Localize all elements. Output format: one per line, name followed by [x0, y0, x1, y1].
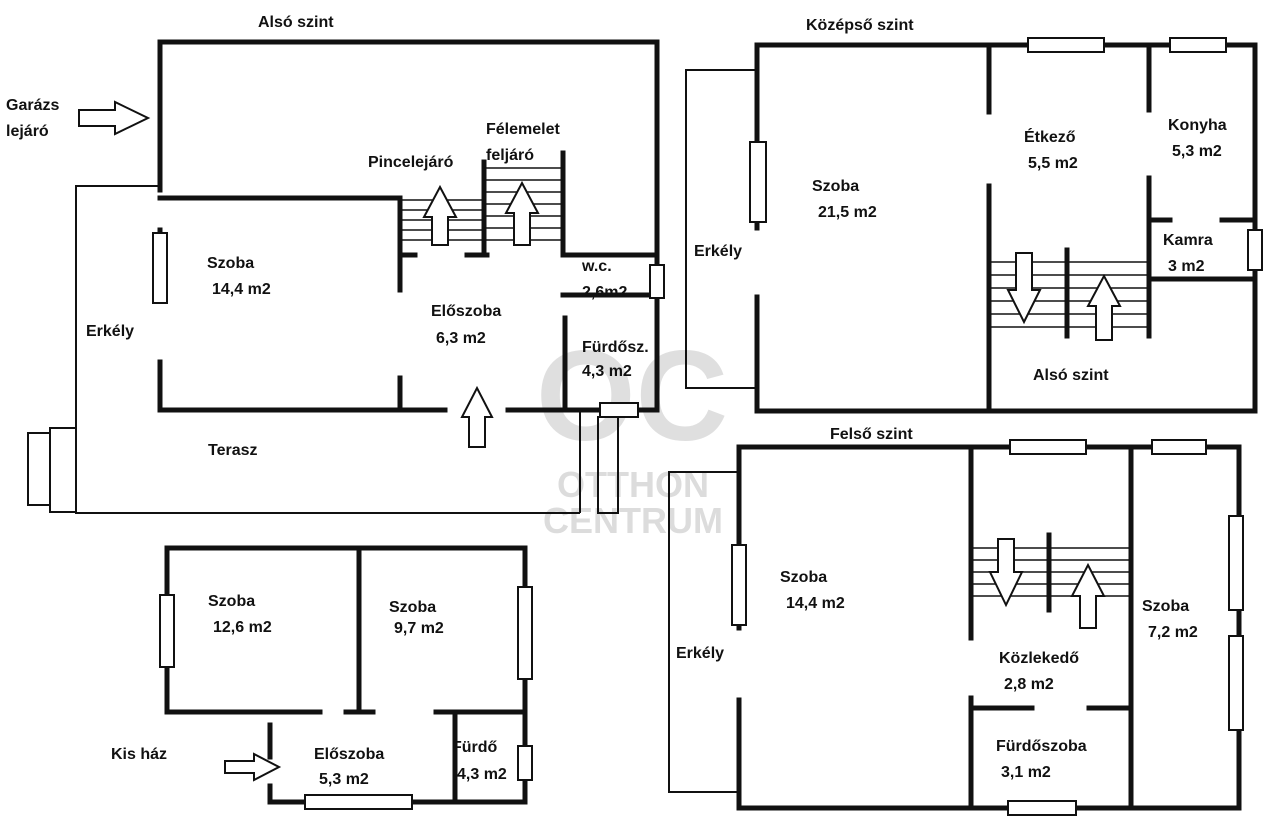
watermark-logo: OC: [536, 325, 728, 468]
label-felso-szoba2-name: Szoba: [1142, 598, 1189, 615]
label-kis-furdo-area: 4,3 m2: [457, 766, 507, 783]
label-furdo-name: Fürdősz.: [582, 339, 649, 356]
label-kis-eloszoba-area: 5,3 m2: [319, 771, 369, 788]
label-furdo-area: 4,3 m2: [582, 363, 632, 380]
label-etkezo-name: Étkező: [1024, 127, 1076, 146]
label-kamra-name: Kamra: [1163, 232, 1213, 249]
plan-felso-szint: Felső szint Szoba 14,4 m2 Szoba 7,2 m2 K…: [668, 426, 1244, 816]
label-feljaro: feljáró: [486, 147, 534, 164]
label-kozepso-szint-title: Középső szint: [806, 17, 914, 34]
watermark-line1: OTTHON: [557, 464, 709, 505]
label-kis-szoba2-name: Szoba: [389, 599, 436, 616]
label-szoba-area: 14,4 m2: [212, 281, 271, 298]
label-also-szint-title: Alsó szint: [258, 14, 334, 31]
label-felso-szint-title: Felső szint: [830, 426, 913, 443]
label-felso-szoba1-name: Szoba: [780, 569, 827, 586]
label-garazs: Garázs: [6, 97, 59, 114]
label-kozepso-also-szint: Alsó szint: [1033, 367, 1109, 384]
label-felso-szoba2-area: 7,2 m2: [1148, 624, 1198, 641]
plan-kis-haz: Kis ház Szoba 12,6 m2 Szoba 9,7 m2 Elősz…: [111, 545, 533, 810]
label-felemelet: Félemelet: [486, 121, 560, 138]
label-kozepso-szoba-area: 21,5 m2: [818, 204, 877, 221]
watermark: OC OTTHON CENTRUM: [536, 325, 728, 541]
label-lejaro: lejáró: [6, 123, 49, 140]
plan-also-szint: Alsó szint Garázs lejáró Pincelejáró Fél…: [6, 14, 665, 514]
label-kozlekedo-name: Közlekedő: [999, 650, 1079, 667]
label-pincelejaro: Pincelejáró: [368, 154, 454, 171]
label-kis-eloszoba-name: Előszoba: [314, 746, 384, 763]
label-konyha-area: 5,3 m2: [1172, 143, 1222, 160]
label-felso-erkely: Erkély: [676, 645, 724, 662]
label-kis-furdo-name: Fürdő: [452, 739, 498, 756]
label-kamra-area: 3 m2: [1168, 258, 1205, 275]
label-konyha-name: Konyha: [1168, 117, 1227, 134]
label-terasz: Terasz: [208, 442, 258, 459]
plan-kozepso-szint: Középső szint Szoba 21,5 m2 Étkező 5,5 m…: [685, 17, 1263, 414]
label-felso-szoba1-area: 14,4 m2: [786, 595, 845, 612]
label-etkezo-area: 5,5 m2: [1028, 155, 1078, 172]
label-kozlekedo-area: 2,8 m2: [1004, 676, 1054, 693]
label-kis-szoba1-area: 12,6 m2: [213, 619, 272, 636]
label-felso-furdo-area: 3,1 m2: [1001, 764, 1051, 781]
watermark-line2: CENTRUM: [543, 500, 723, 541]
label-eloszoba-area: 6,3 m2: [436, 330, 486, 347]
label-wc-name: w.c.: [581, 258, 612, 275]
label-kis-haz-title: Kis ház: [111, 746, 167, 763]
label-kis-szoba1-name: Szoba: [208, 593, 255, 610]
label-also-erkely: Erkély: [86, 323, 134, 340]
label-kozepso-erkely: Erkély: [694, 243, 742, 260]
label-szoba-name: Szoba: [207, 255, 254, 272]
label-kis-szoba2-area: 9,7 m2: [394, 620, 444, 637]
label-eloszoba-name: Előszoba: [431, 303, 501, 320]
label-felso-furdo-name: Fürdőszoba: [996, 738, 1087, 755]
label-wc-area: 2,6m2: [582, 284, 627, 301]
label-kozepso-szoba-name: Szoba: [812, 178, 859, 195]
